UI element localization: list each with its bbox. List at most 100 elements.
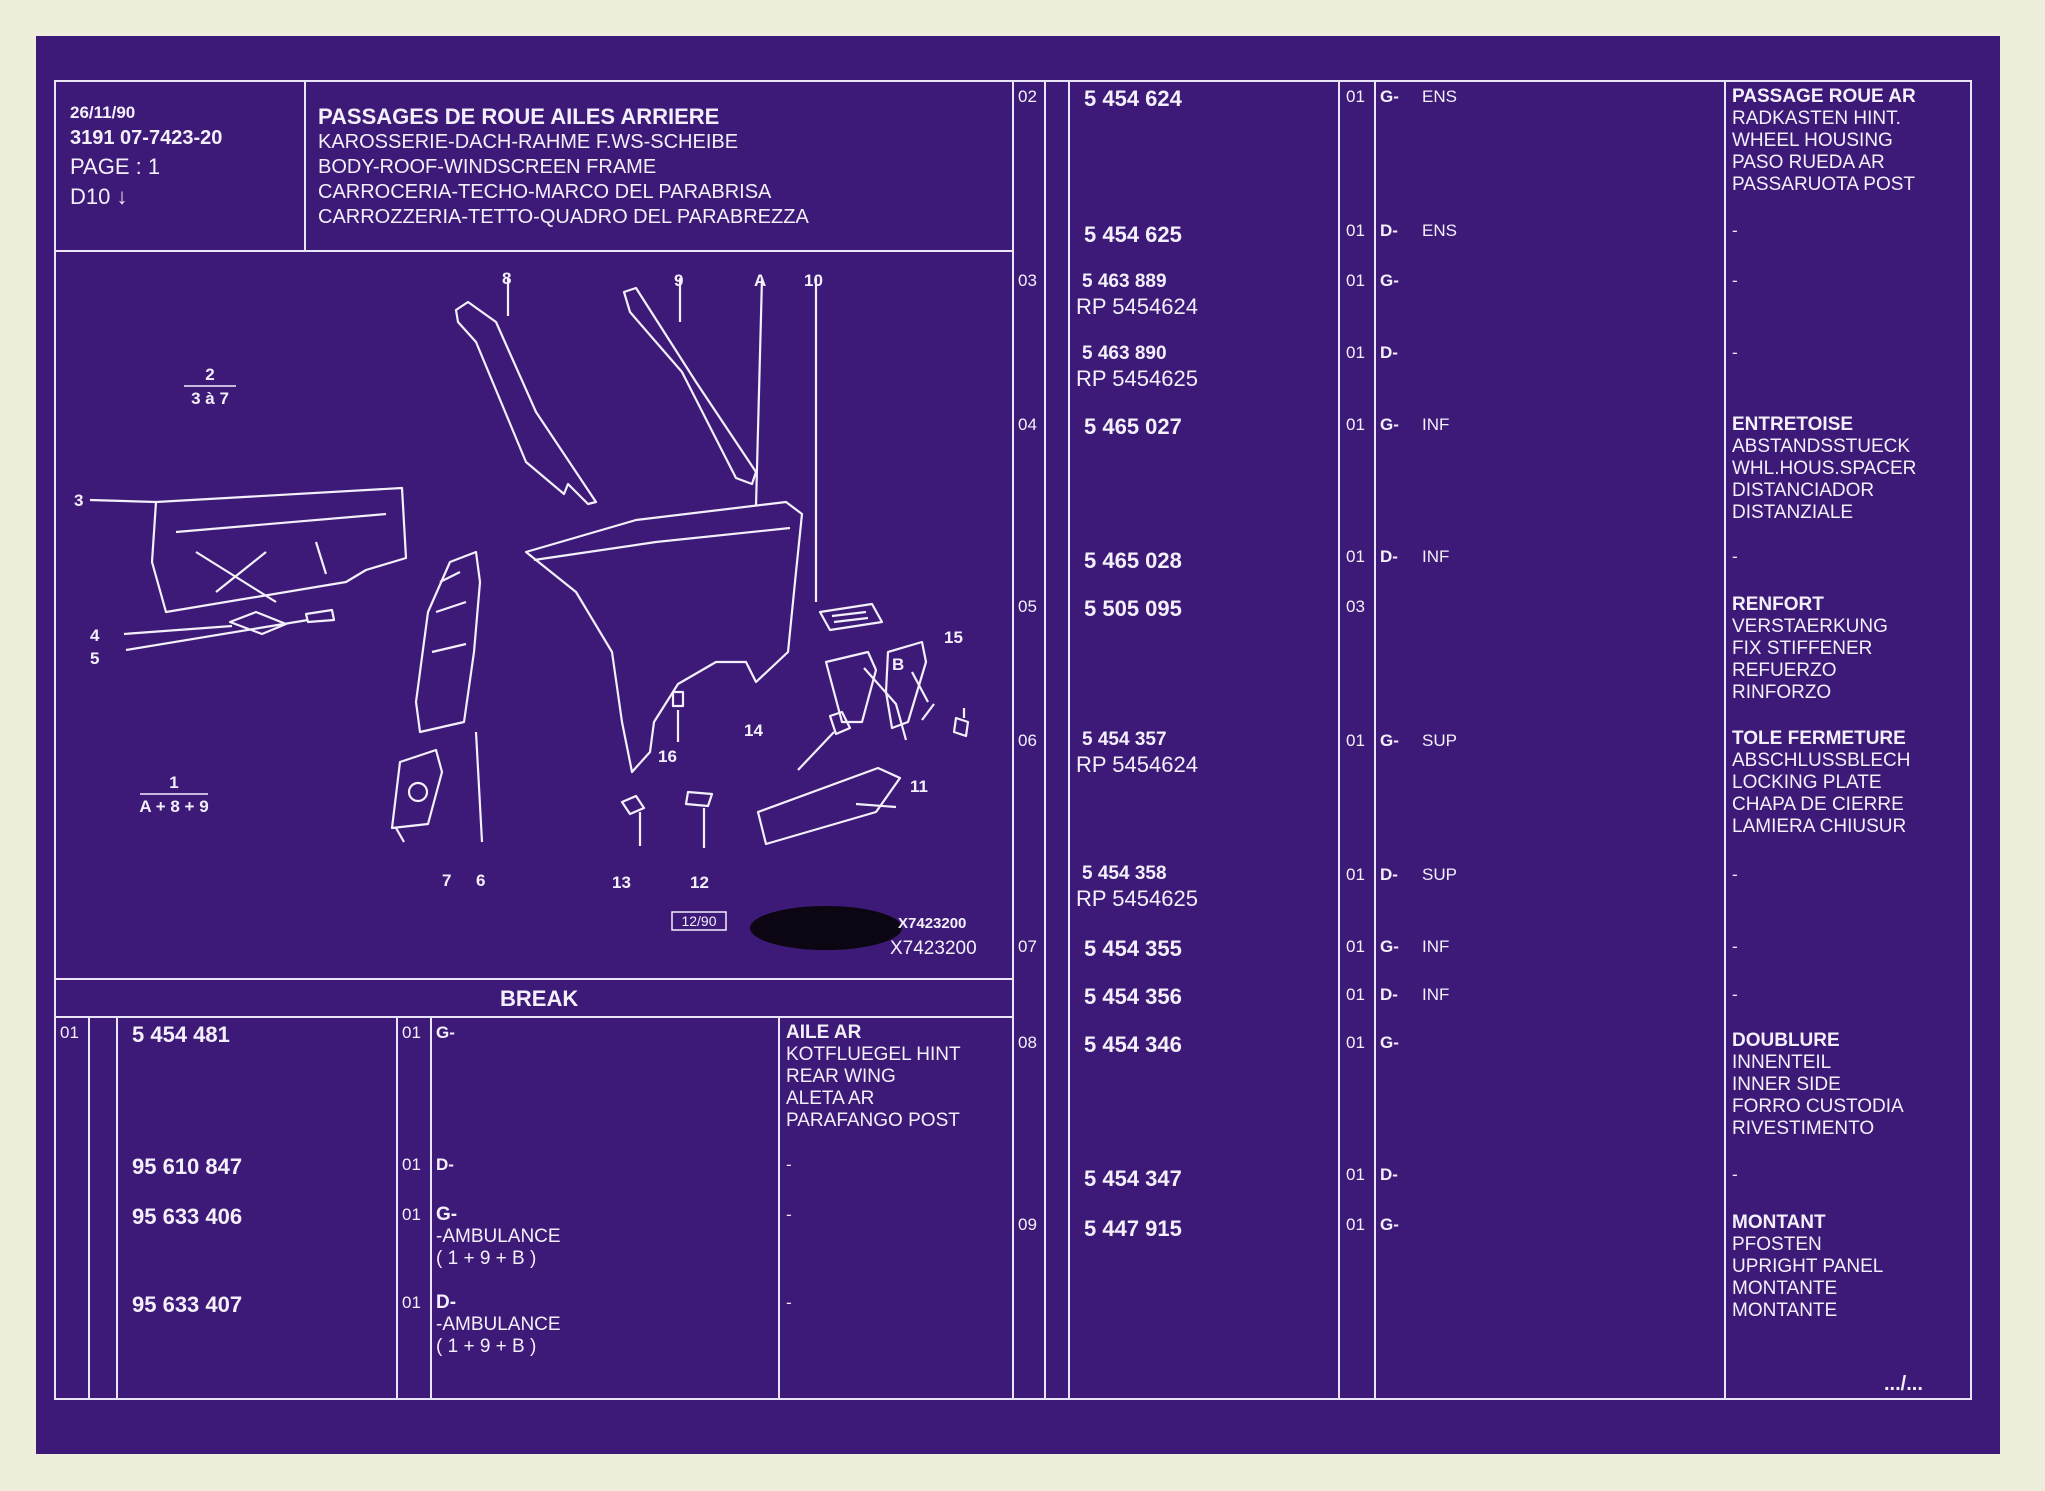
document-reference: 3191 07-7423-20 xyxy=(70,127,223,149)
part-number: 5 463 890 xyxy=(1082,343,1167,364)
drawing-date-box: 12/90 xyxy=(681,913,716,929)
part-description: - xyxy=(1732,985,1738,1004)
break-side: D- -AMBULANCE ( 1 + 9 + B ) xyxy=(436,1292,561,1357)
part-number: 5 454 347 xyxy=(1084,1166,1182,1191)
ink-blot xyxy=(750,906,902,950)
divider xyxy=(54,1016,1014,1018)
variant: ENS xyxy=(1422,87,1457,106)
side: G- xyxy=(1380,1033,1399,1052)
item-ref: 07 xyxy=(1018,937,1037,956)
callout-15: 15 xyxy=(944,628,963,647)
quantity: 01 xyxy=(1346,221,1365,240)
item-ref: 09 xyxy=(1018,1215,1037,1234)
part-9-shape xyxy=(622,286,758,486)
quantity: 01 xyxy=(1346,985,1365,1004)
print-date: 26/11/90 xyxy=(70,103,136,122)
part-16-shape xyxy=(671,690,685,708)
callout-13: 13 xyxy=(612,873,631,892)
part-number: 5 465 027 xyxy=(1084,414,1182,439)
side: G- xyxy=(1380,937,1399,956)
part-description: - xyxy=(1732,343,1738,362)
item-ref: 04 xyxy=(1018,415,1037,434)
part-description: - xyxy=(1732,271,1738,290)
variant: INF xyxy=(1422,415,1450,434)
quantity: 01 xyxy=(1346,1165,1365,1184)
part-description: DOUBLURE INNENTEIL INNER SIDE FORRO CUST… xyxy=(1732,1030,1904,1139)
variant: INF xyxy=(1422,547,1450,566)
replacement-ref: RP 5454624 xyxy=(1076,752,1198,777)
break-qty: 01 xyxy=(402,1155,421,1174)
variant: SUP xyxy=(1422,865,1457,884)
divider xyxy=(396,1016,398,1400)
part-10-shape xyxy=(818,602,884,632)
part-description: TOLE FERMETURE ABSCHLUSSBLECH LOCKING PL… xyxy=(1732,728,1911,837)
divider xyxy=(1044,80,1046,1400)
break-side: G- xyxy=(436,1023,455,1042)
divider xyxy=(304,80,306,252)
break-ref: 01 xyxy=(60,1023,79,1042)
break-part-number: 95 633 407 xyxy=(132,1292,243,1317)
part-description: - xyxy=(1732,547,1738,566)
side: G- xyxy=(1380,1215,1399,1234)
part-3-shape xyxy=(150,486,408,614)
side: D- xyxy=(1380,343,1398,362)
part-number: 5 454 355 xyxy=(1084,936,1182,961)
page-number: PAGE : 1 xyxy=(70,154,161,179)
part-number: 5 505 095 xyxy=(1084,596,1182,621)
part-number: 5 454 356 xyxy=(1084,984,1182,1009)
divider xyxy=(1012,80,1014,1400)
part-description: - xyxy=(1732,937,1738,956)
part-B-shape xyxy=(824,650,878,724)
part-description: PASSAGE ROUE AR RADKASTEN HINT. WHEEL HO… xyxy=(1732,86,1916,195)
break-part-number: 95 633 406 xyxy=(132,1204,243,1229)
replacement-ref: RP 5454625 xyxy=(1076,886,1198,911)
part-number: 5 454 624 xyxy=(1084,86,1182,111)
divider xyxy=(778,1016,780,1400)
part-description: - xyxy=(1732,865,1738,884)
group-label: A + 8 + 9 xyxy=(139,797,208,816)
quantity: 01 xyxy=(1346,731,1365,750)
replacement-ref: RP 5454625 xyxy=(1076,366,1198,391)
quantity: 03 xyxy=(1346,597,1365,616)
callout-A: A xyxy=(754,271,766,290)
break-description: - xyxy=(786,1205,792,1224)
callout-3: 3 xyxy=(74,491,83,510)
part-14-shape xyxy=(828,710,852,736)
callout-14: 14 xyxy=(744,721,763,740)
side: D- xyxy=(1380,985,1398,1004)
microfiche-sheet xyxy=(36,36,2000,1454)
part-number: 5 447 915 xyxy=(1084,1216,1182,1241)
side: D- xyxy=(1380,547,1398,566)
break-side: D- xyxy=(436,1155,454,1174)
part-A-shape xyxy=(524,500,804,774)
divider xyxy=(430,1016,432,1400)
part-15-shape xyxy=(952,716,970,738)
part-8-shape xyxy=(454,300,598,506)
break-description: AILE AR KOTFLUEGEL HINT REAR WING ALETA … xyxy=(786,1022,961,1131)
subtitle-line: BODY-ROOF-WINDSCREEN FRAME xyxy=(318,156,657,178)
quantity: 01 xyxy=(1346,937,1365,956)
item-ref: 02 xyxy=(1018,87,1037,106)
part-description: ENTRETOISE ABSTANDSSTUECK WHL.HOUS.SPACE… xyxy=(1732,414,1917,523)
callout-8: 8 xyxy=(502,269,511,288)
part-number: 5 465 028 xyxy=(1084,548,1182,573)
side: D- xyxy=(1380,221,1398,240)
quantity: 01 xyxy=(1346,1215,1365,1234)
callout-B: B xyxy=(892,655,904,674)
side: D- xyxy=(1380,1165,1398,1184)
replacement-ref: RP 5454624 xyxy=(1076,294,1198,319)
break-qty: 01 xyxy=(402,1205,421,1224)
callout-11: 11 xyxy=(910,777,928,796)
subtitle-line: CARROZZERIA-TETTO-QUADRO DEL PARABREZZA xyxy=(318,206,809,228)
callout-10: 10 xyxy=(804,271,823,290)
item-ref: 05 xyxy=(1018,597,1037,616)
quantity: 01 xyxy=(1346,1033,1365,1052)
part-description: - xyxy=(1732,1165,1738,1184)
side: G- xyxy=(1380,87,1399,106)
break-section-title: BREAK xyxy=(500,986,579,1011)
break-qty: 01 xyxy=(402,1023,421,1042)
divider xyxy=(54,978,1014,980)
page-title: PASSAGES DE ROUE AILES ARRIERE xyxy=(318,104,720,129)
callout-5: 5 xyxy=(90,649,99,668)
part-7-shape xyxy=(390,748,444,830)
